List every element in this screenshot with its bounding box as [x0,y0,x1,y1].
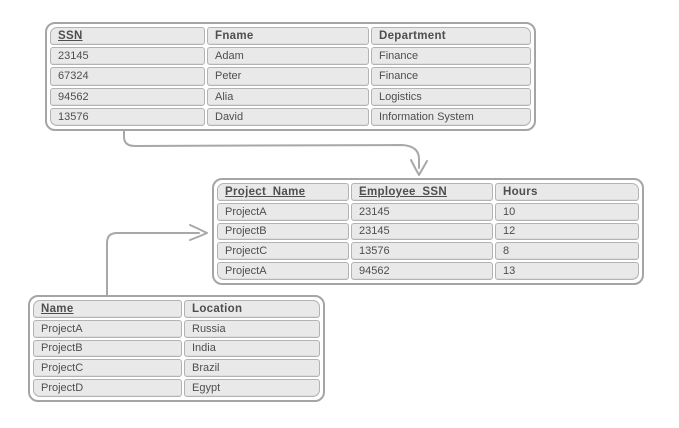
ssn-to-employee-ssn-connector [123,130,420,169]
table-cell: ProjectC [217,242,349,261]
table-cell: Peter [207,67,369,86]
table-cell: India [184,339,320,358]
table-cell: Finance [371,47,531,66]
column-header-department: Department [371,27,531,46]
table-cell: ProjectB [217,222,349,241]
table-cell: Information System [371,107,531,126]
table-cell: ProjectC [33,359,182,378]
table-cell: 23145 [351,222,493,241]
column-header-project_name: Project_Name [217,183,349,201]
table-cell: 23145 [351,202,493,221]
name-to-project-name-connector [106,232,200,296]
table-cell: ProjectA [33,319,182,338]
down-arrowhead-icon [410,159,428,176]
table-cell: 13576 [50,107,205,126]
table-cell: Alia [207,87,369,106]
table-cell: Logistics [371,87,531,106]
table-cell: ProjectD [33,379,182,397]
table-cell: ProjectB [33,339,182,358]
table-cell: Adam [207,47,369,66]
column-header-fname: Fname [207,27,369,46]
table-cell: Egypt [184,379,320,397]
table-cell: 8 [495,242,639,261]
right-arrowhead-icon [189,224,208,241]
table-cell: Russia [184,319,320,338]
table-cell: Finance [371,67,531,86]
table-cell: ProjectA [217,202,349,221]
table-cell: David [207,107,369,126]
table-cell: 94562 [351,262,493,280]
column-header-ssn: SSN [50,27,205,46]
table-cell: ProjectA [217,262,349,280]
table-cell: 94562 [50,87,205,106]
column-header-name: Name [33,300,182,318]
table-cell: 23145 [50,47,205,66]
column-header-hours: Hours [495,183,639,201]
table-cell: 10 [495,202,639,221]
column-header-employee_ssn: Employee_SSN [351,183,493,201]
table-cell: Brazil [184,359,320,378]
column-header-location: Location [184,300,320,318]
table-cell: 67324 [50,67,205,86]
table-cell: 13576 [351,242,493,261]
table-cell: 13 [495,262,639,280]
table-cell: 12 [495,222,639,241]
